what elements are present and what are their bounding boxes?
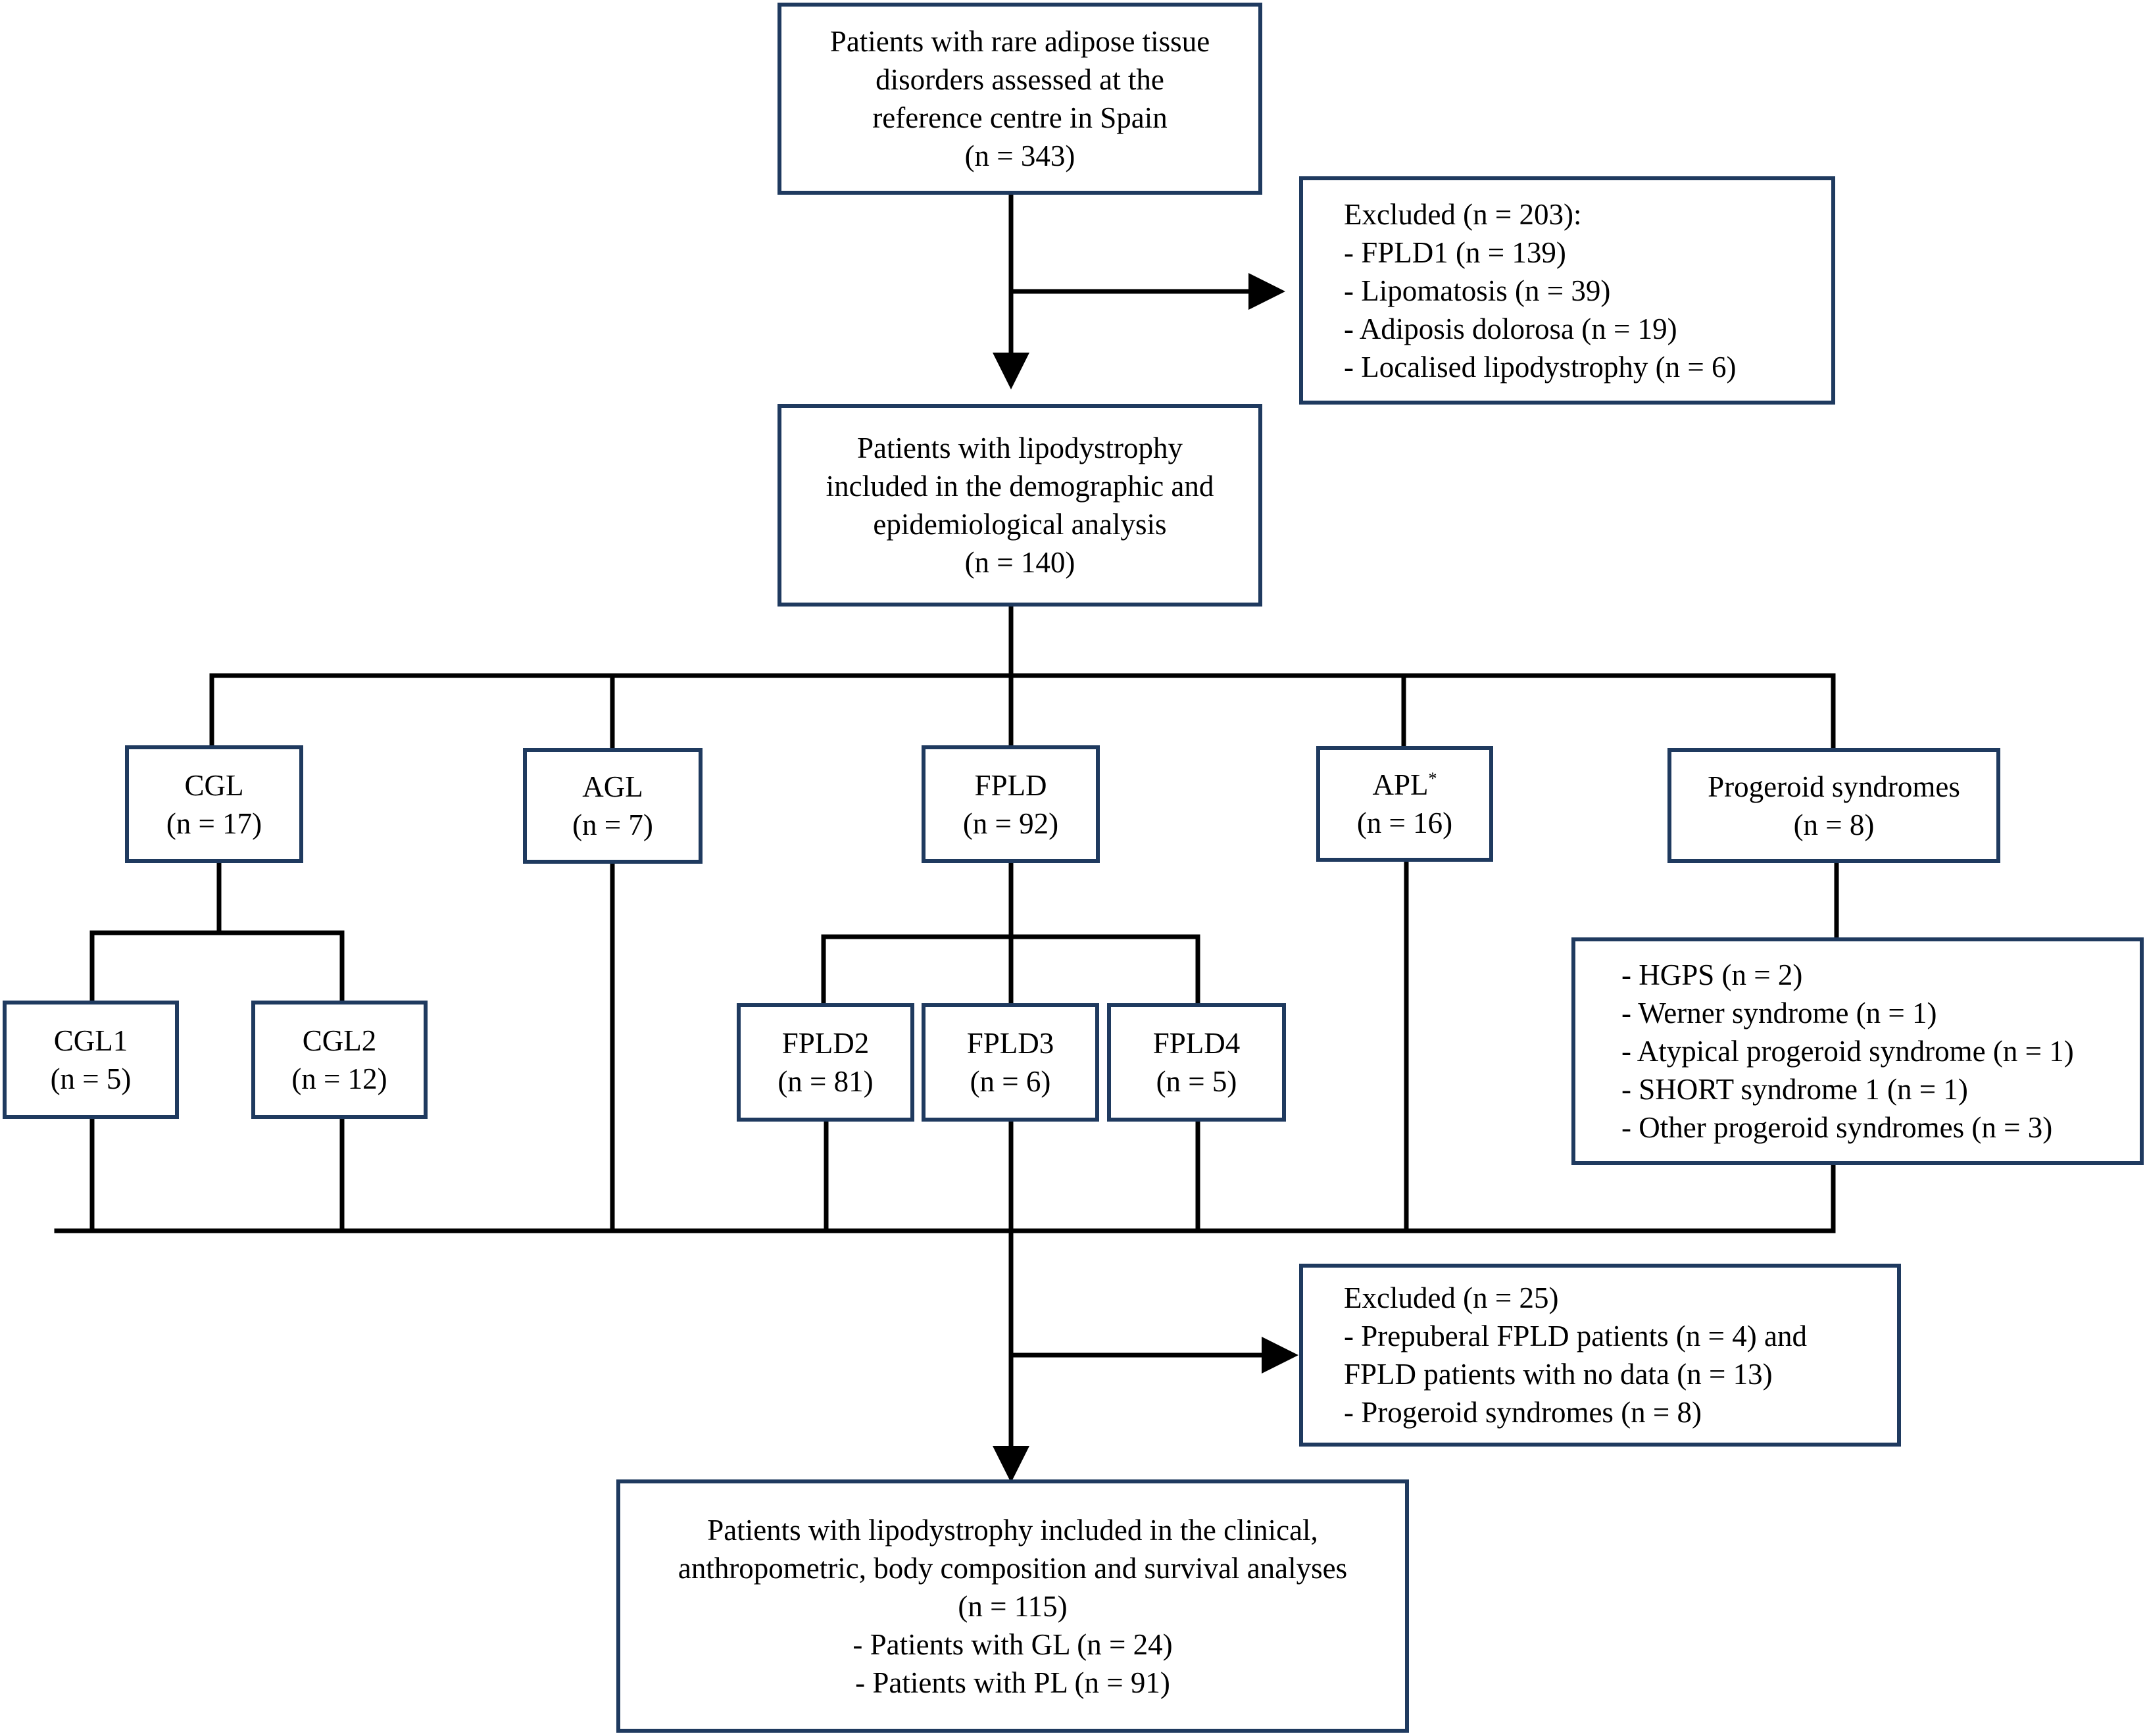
excluded-box-2: Excluded (n = 25) - Prepuberal FPLD pati… (1299, 1264, 1901, 1447)
cgl2-label: CGL2 (302, 1024, 377, 1057)
excluded-1-item: - FPLD1 (n = 139) (1344, 236, 1566, 269)
final-line-1: Patients with lipodystrophy included in … (707, 1513, 1318, 1547)
final-analysis-box: Patients with lipodystrophy included in … (616, 1479, 1409, 1733)
progeroid-list-item: - SHORT syndrome 1 (n = 1) (1621, 1073, 1968, 1106)
progeroid-list-item: - Other progeroid syndromes (n = 3) (1621, 1111, 2053, 1144)
assessed-line-2: disorders assessed at the (876, 63, 1164, 96)
excluded-1-item: - Adiposis dolorosa (n = 19) (1344, 312, 1677, 345)
cgl1-count: (n = 5) (50, 1062, 132, 1095)
fpld-box: FPLD (n = 92) (922, 745, 1100, 863)
assessed-line-1: Patients with rare adipose tissue (829, 25, 1210, 58)
fpld2-label: FPLD2 (781, 1027, 870, 1060)
progeroid-list-item: - Werner syndrome (n = 1) (1621, 997, 1937, 1029)
fpld3-label: FPLD3 (966, 1027, 1054, 1060)
cgl1-label: CGL1 (53, 1024, 128, 1057)
excluded-1-title: Excluded (n = 203): (1344, 197, 1582, 231)
fpld-count: (n = 92) (962, 806, 1059, 840)
fpld4-box: FPLD4 (n = 5) (1107, 1003, 1286, 1122)
apl-label: APL (1372, 768, 1429, 801)
fpld-label: FPLD (974, 768, 1047, 802)
final-pl: - Patients with PL (n = 91) (855, 1666, 1170, 1699)
fpld2-count: (n = 81) (777, 1065, 874, 1098)
fpld2-box: FPLD2 (n = 81) (737, 1003, 914, 1122)
lipodystrophy-patients-box: Patients with lipodystrophy included in … (777, 404, 1262, 607)
progeroid-count: (n = 8) (1793, 808, 1875, 841)
fpld4-count: (n = 5) (1156, 1065, 1237, 1098)
lipodystrophy-count: (n = 140) (964, 546, 1075, 579)
progeroid-list-box: - HGPS (n = 2) - Werner syndrome (n = 1)… (1571, 937, 2144, 1165)
cgl2-count: (n = 12) (291, 1062, 387, 1095)
apl-label-line: APL* (1372, 766, 1437, 804)
cgl1-box: CGL1 (n = 5) (3, 1001, 179, 1119)
lipodystrophy-line-2: included in the demographic and (826, 470, 1214, 503)
apl-box: APL* (n = 16) (1316, 746, 1493, 862)
excluded-box-1: Excluded (n = 203): - FPLD1 (n = 139) - … (1299, 176, 1835, 405)
fpld3-box: FPLD3 (n = 6) (922, 1003, 1099, 1122)
progeroid-list-item: - Atypical progeroid syndrome (n = 1) (1621, 1035, 2074, 1068)
agl-box: AGL (n = 7) (523, 748, 703, 864)
agl-label: AGL (582, 770, 643, 803)
final-gl: - Patients with GL (n = 24) (852, 1627, 1173, 1661)
cgl-box: CGL (n = 17) (125, 745, 303, 863)
fpld4-label: FPLD4 (1152, 1027, 1241, 1060)
final-line-2: anthropometric, body composition and sur… (678, 1551, 1348, 1585)
final-count: (n = 115) (958, 1589, 1068, 1623)
excluded-2-item: FPLD patients with no data (n = 13) (1344, 1358, 1773, 1391)
agl-count: (n = 7) (572, 808, 653, 841)
assessed-line-3: reference centre in Spain (872, 101, 1168, 134)
lipodystrophy-line-1: Patients with lipodystrophy (857, 432, 1183, 464)
excluded-2-item: - Prepuberal FPLD patients (n = 4) and (1344, 1320, 1807, 1352)
progeroid-label: Progeroid syndromes (1708, 770, 1960, 803)
cgl-count: (n = 17) (166, 806, 262, 840)
apl-footnote-mark: * (1428, 769, 1437, 788)
apl-count: (n = 16) (1356, 806, 1453, 839)
progeroid-box: Progeroid syndromes (n = 8) (1667, 748, 2000, 863)
assessed-count: (n = 343) (964, 139, 1075, 172)
cgl2-box: CGL2 (n = 12) (251, 1001, 428, 1119)
progeroid-list-item: - HGPS (n = 2) (1621, 958, 1803, 991)
fpld3-count: (n = 6) (970, 1065, 1051, 1098)
lipodystrophy-line-3: epidemiological analysis (873, 508, 1167, 541)
cgl-label: CGL (184, 768, 244, 802)
excluded-2-item: - Progeroid syndromes (n = 8) (1344, 1396, 1702, 1429)
excluded-1-item: - Localised lipodystrophy (n = 6) (1344, 350, 1737, 384)
excluded-2-title: Excluded (n = 25) (1344, 1281, 1559, 1314)
excluded-1-item: - Lipomatosis (n = 39) (1344, 274, 1611, 307)
assessed-patients-box: Patients with rare adipose tissue disord… (777, 3, 1262, 195)
